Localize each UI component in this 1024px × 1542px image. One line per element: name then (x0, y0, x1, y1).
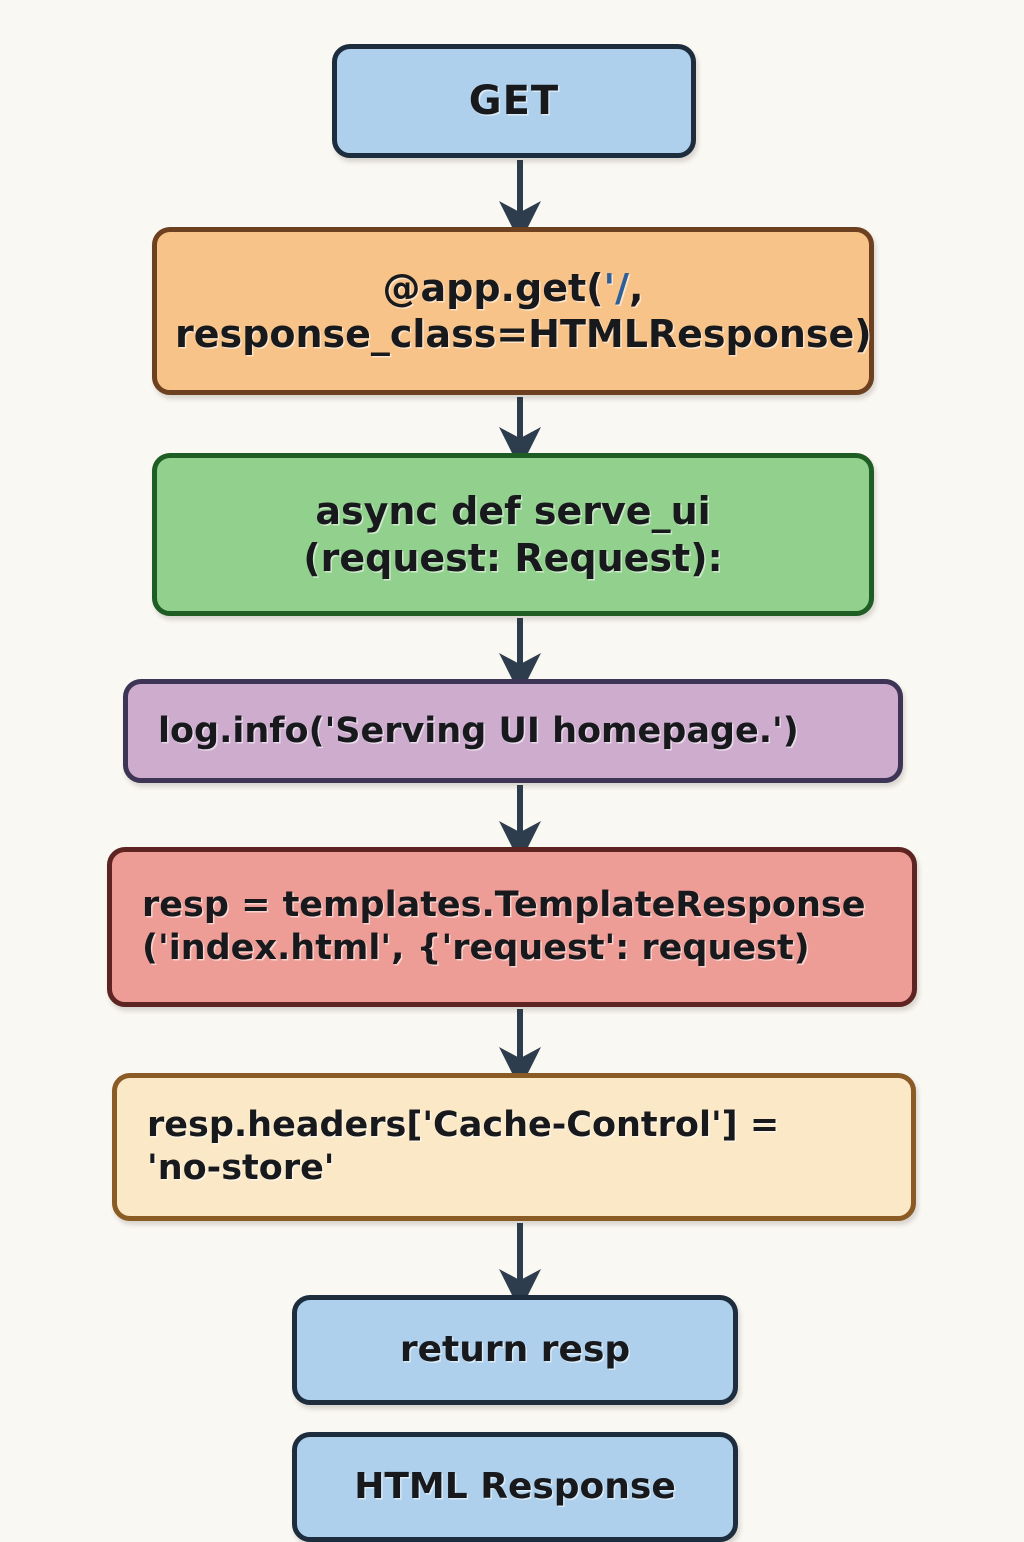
node-html-response[interactable]: HTML Response (292, 1432, 738, 1542)
node-return-resp-line-1: return resp (399, 1329, 631, 1371)
node-log-info[interactable]: log.info('Serving UI homepage.') (123, 679, 903, 783)
node-cache-control-header[interactable]: resp.headers['Cache-Control'] = 'no-stor… (112, 1073, 916, 1221)
node-log-info-line-1: log.info('Serving UI homepage.') (158, 710, 799, 751)
node-cache-control-header-line-1: resp.headers['Cache-Control'] = (147, 1105, 780, 1146)
node-route-decorator[interactable]: @app.get('/, response_class=HTMLResponse… (152, 227, 874, 395)
node-template-response[interactable]: resp = templates.TemplateResponse ('inde… (107, 847, 917, 1007)
node-get-line-1: GET (468, 77, 560, 124)
node-function-definition[interactable]: async def serve_ui (request: Request): (152, 453, 874, 616)
node-html-response-line-1: HTML Response (354, 1466, 676, 1508)
node-template-response-line-1: resp = templates.TemplateResponse (142, 885, 866, 926)
node-template-response-line-2: ('index.html', {'request': request) (142, 928, 810, 968)
path-literal-token: '/ (603, 265, 630, 310)
node-cache-control-header-line-2: 'no-store' (147, 1148, 335, 1188)
node-return-resp[interactable]: return resp (292, 1295, 738, 1405)
node-route-decorator-line-2: response_class=HTMLResponse) (175, 312, 872, 356)
node-function-definition-line-2: (request: Request): (303, 535, 723, 580)
node-function-definition-line-1: async def serve_ui (315, 489, 711, 534)
node-route-decorator-line-1: @app.get('/, (382, 265, 644, 310)
node-get[interactable]: GET (332, 44, 696, 158)
